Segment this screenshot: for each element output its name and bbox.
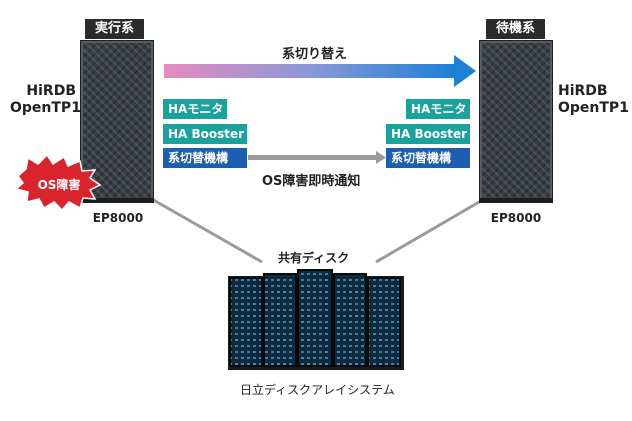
link-active-to-storage bbox=[149, 196, 263, 264]
standby-module-ha-booster: HA Booster bbox=[386, 124, 470, 144]
standby-server-image bbox=[479, 40, 553, 202]
active-software-line-2: OpenTP1 bbox=[10, 100, 81, 116]
shared-disk-label: 共有ディスク bbox=[278, 251, 350, 265]
standby-software-line-2: OpenTP1 bbox=[558, 100, 629, 116]
notification-arrow-shaft bbox=[248, 155, 378, 160]
switchover-arrow-shaft bbox=[164, 64, 456, 78]
active-model-label: EP8000 bbox=[92, 211, 144, 225]
storage-system-label: 日立ディスクアレイシステム bbox=[240, 383, 395, 397]
switchover-arrow-head bbox=[454, 55, 476, 87]
standby-software-label: HiRDB OpenTP1 bbox=[558, 83, 629, 117]
standby-module-ha-monitor: HAモニタ bbox=[406, 99, 470, 119]
standby-module-switch-mechanism: 系切替機構 bbox=[386, 148, 470, 168]
notification-label: OS障害即時通知 bbox=[262, 174, 361, 189]
active-module-switch-mechanism: 系切替機構 bbox=[163, 148, 247, 168]
link-standby-to-storage bbox=[375, 196, 487, 264]
switchover-label: 系切り替え bbox=[282, 47, 348, 62]
notification-arrow-head bbox=[376, 151, 386, 164]
active-node-header: 実行系 bbox=[85, 19, 144, 39]
standby-model-label: EP8000 bbox=[490, 211, 542, 225]
active-module-ha-monitor: HAモニタ bbox=[163, 99, 227, 119]
active-module-ha-booster: HA Booster bbox=[163, 124, 247, 144]
active-software-line-1: HiRDB bbox=[26, 83, 76, 99]
standby-node-header: 待機系 bbox=[486, 19, 545, 39]
standby-software-line-1: HiRDB bbox=[558, 83, 608, 99]
active-software-label: HiRDB OpenTP1 bbox=[10, 83, 81, 117]
fault-label: OS障害 bbox=[37, 178, 81, 192]
disk-array-image bbox=[228, 266, 404, 372]
